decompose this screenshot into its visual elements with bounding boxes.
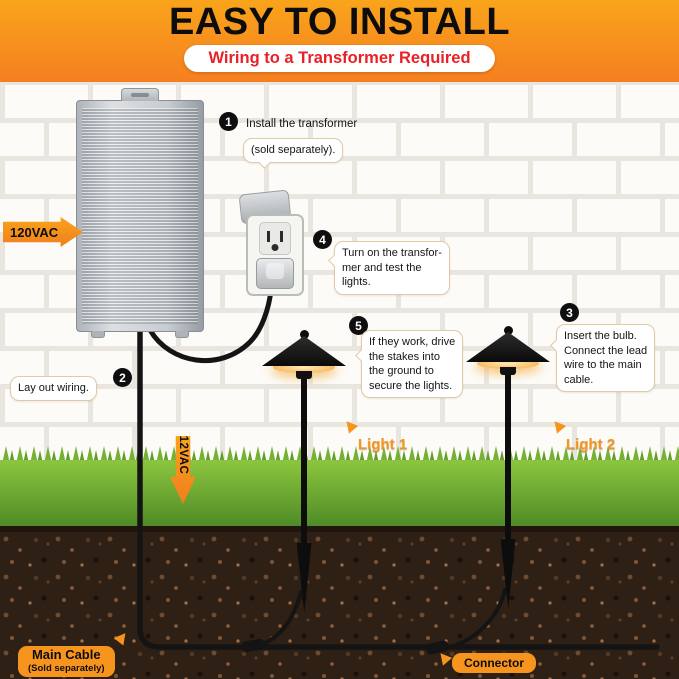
transformer-illustration	[76, 88, 204, 338]
cable-connector-2	[425, 640, 449, 655]
step5-bubble-text: If they work, drive the stakes into the …	[369, 336, 456, 392]
main-cable-title: Main Cable	[31, 647, 101, 662]
light1-label: Light 1	[358, 436, 408, 453]
step5-badge: 5	[349, 316, 368, 335]
grass-strip	[0, 460, 679, 526]
socket-slot-left	[267, 231, 270, 242]
light2-neck	[500, 367, 516, 375]
path-light-1	[262, 330, 346, 613]
light1-pole	[301, 379, 307, 543]
socket-slot-right	[280, 231, 283, 242]
light2-ground-stake	[500, 539, 516, 609]
transformer-mount-slot	[131, 93, 149, 97]
main-cable-wire	[137, 327, 660, 650]
transformer-foot-left	[91, 331, 105, 338]
voltage-120vac-label: 120VAC	[10, 224, 59, 240]
step3-badge: 3	[560, 303, 579, 322]
step2-badge: 2	[113, 368, 132, 387]
power-plug	[256, 258, 294, 289]
soil-edge	[0, 526, 679, 532]
light2-finial	[503, 326, 513, 335]
page-title: EASY TO INSTALL	[168, 1, 511, 43]
light2-label: Light 2	[566, 436, 616, 453]
step1-badge: 1	[219, 112, 238, 131]
voltage-12vac-label: 12VAC	[177, 435, 189, 475]
light1-ground-stake	[296, 543, 312, 613]
connector-label: Connector	[452, 653, 536, 673]
outlet-socket	[259, 222, 291, 255]
step1-bubble: (sold separately).	[243, 138, 344, 169]
step3-bubble: Insert the bulb. Connect the lead wire t…	[549, 324, 656, 393]
socket-ground-hole	[271, 244, 279, 251]
main-cable-note: (Sold separately)	[28, 662, 105, 674]
subtitle-pill: Wiring to a Transformer Required	[184, 44, 495, 72]
step4-bubble-text: Turn on the transfor- mer and test the l…	[342, 247, 442, 289]
transformer-mount-tab	[121, 88, 159, 101]
light2-lead-wire	[440, 588, 507, 651]
light2-glow	[477, 358, 539, 369]
transformer-foot-right	[175, 331, 189, 338]
path-light-2	[466, 326, 550, 609]
step5-bubble: If they work, drive the stakes into the …	[354, 330, 464, 399]
step1-text: Install the transformer	[246, 118, 358, 130]
light1-neck	[296, 371, 312, 379]
plug-cord-wire	[147, 287, 274, 364]
light2-hat	[466, 332, 550, 362]
main-cable-label: Main Cable (Sold separately)	[18, 646, 115, 677]
step3-bubble-text: Insert the bulb. Connect the lead wire t…	[564, 330, 648, 386]
light1-glow	[273, 362, 335, 373]
cable-connector-1	[241, 638, 265, 653]
light2-pole	[505, 375, 511, 539]
step1-bubble-text: (sold separately).	[251, 144, 336, 156]
outlet-illustration	[246, 214, 304, 296]
light1-hat	[262, 336, 346, 366]
step4-bubble: Turn on the transfor- mer and test the l…	[327, 241, 450, 295]
light1-finial	[299, 330, 309, 339]
step2-bubble-text: Lay out wiring.	[18, 382, 89, 394]
step4-badge: 4	[313, 230, 332, 249]
header-banner: EASY TO INSTALL Wiring to a Transformer …	[0, 0, 679, 82]
step2-bubble: Lay out wiring.	[10, 376, 97, 401]
